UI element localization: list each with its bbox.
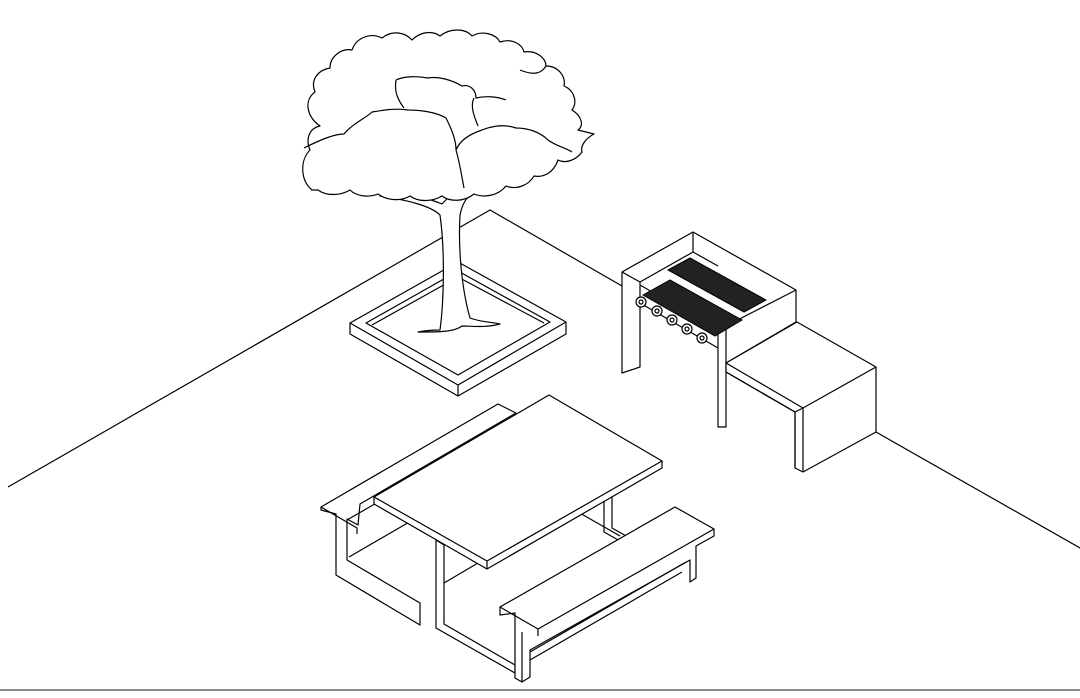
barbecue-grill [621, 231, 797, 428]
grill-grate-back [666, 257, 768, 313]
ground-lines [0, 209, 1080, 691]
burner-knobs [635, 296, 708, 344]
grill-grate-front [641, 279, 744, 337]
grill-counter [725, 321, 877, 473]
tree [302, 29, 595, 333]
picnic-table [320, 394, 715, 683]
